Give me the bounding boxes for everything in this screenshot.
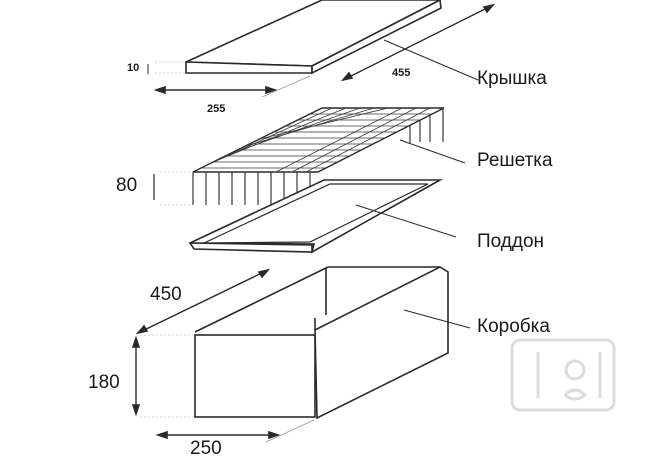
label-box: Коробка [477,316,550,337]
label-tray: Поддон [477,231,545,252]
dim-box-length: 450 [150,284,182,305]
dim-lid-length: 455 [392,67,411,79]
tray-drawing [188,179,457,254]
label-lid: Крышка [477,68,547,89]
dim-grate-height: 80 [116,175,138,196]
dim-lid-thickness: 10 [127,62,140,74]
lid-drawing [147,0,496,98]
dim-box-width: 250 [190,438,222,459]
label-grate: Решетка [477,150,553,171]
box-drawing [131,266,471,443]
dim-box-height: 180 [88,372,120,393]
watermark-logo [510,338,616,412]
dim-lid-width: 255 [207,103,226,115]
grate-drawing [153,107,466,206]
